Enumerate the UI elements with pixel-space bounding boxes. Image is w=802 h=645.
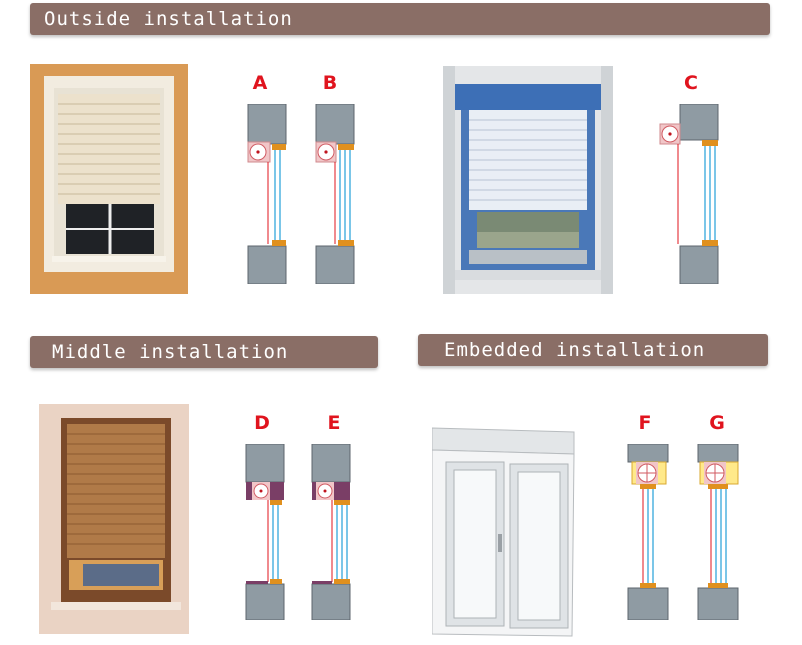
diagram-label-b: B	[322, 72, 338, 94]
embedded-installation-title: Embedded installation	[444, 339, 706, 361]
middle-installation-title: Middle installation	[52, 341, 289, 363]
outside-installation-banner: Outside installation	[30, 3, 770, 35]
cross-section-g	[697, 444, 739, 620]
diagram-label-c: C	[684, 72, 698, 94]
cross-section-e	[311, 444, 351, 620]
diagram-label-g: G	[709, 412, 725, 434]
diagram-label-e: E	[327, 412, 341, 434]
cross-section-b	[315, 104, 355, 284]
diagram-label-a: A	[252, 72, 268, 94]
outside-installation-title: Outside installation	[44, 8, 293, 30]
diagram-label-f: F	[638, 412, 652, 434]
cross-section-c	[659, 104, 719, 284]
cross-section-d	[245, 444, 285, 620]
cross-section-f	[627, 444, 669, 620]
middle-installation-photo	[39, 404, 189, 634]
embedded-installation-banner: Embedded installation	[418, 334, 768, 366]
diagram-label-d: D	[254, 412, 270, 434]
outside-box-photo	[443, 66, 613, 294]
outside-installation-photo	[30, 64, 188, 294]
embedded-installation-photo	[432, 424, 582, 638]
middle-installation-banner: Middle installation	[30, 336, 378, 368]
cross-section-a	[247, 104, 287, 284]
